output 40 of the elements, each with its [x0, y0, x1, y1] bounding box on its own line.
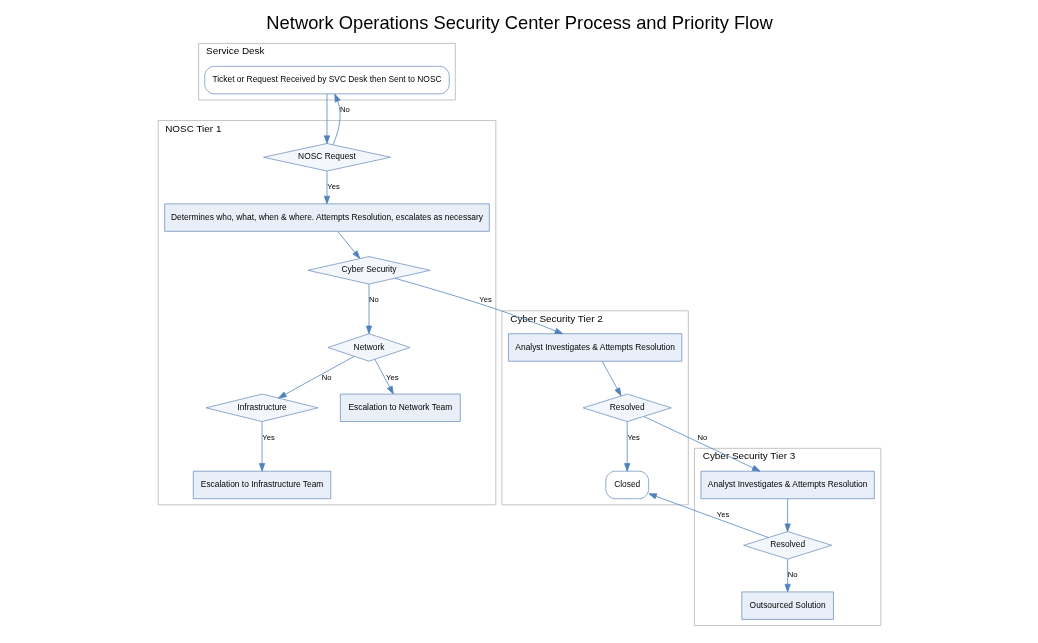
edge-label: No: [339, 105, 350, 115]
node-box: Analyst Investigates & Attempts Resolution: [700, 470, 875, 500]
arrow: [374, 358, 394, 395]
arrow: [365, 283, 372, 335]
node-diamond: Network: [327, 333, 410, 362]
arrow: [784, 558, 791, 593]
node-box: Ticket or Request Received by SVC Desk then Sent to NOSC: [203, 65, 450, 95]
arrow: [601, 360, 621, 396]
edge-label: Yes: [261, 432, 275, 442]
arrow: [336, 231, 360, 259]
arrow: [394, 277, 563, 335]
arrow: [332, 93, 341, 146]
node-diamond: Resolved: [742, 531, 832, 560]
arrow: [643, 416, 760, 472]
edge-label: No: [368, 295, 379, 305]
node-box: Analyst Investigates & Attempts Resolution: [507, 333, 682, 362]
node-diamond: NOSC Request: [262, 143, 391, 172]
arrow: [277, 356, 354, 399]
diagram-title: Network Operations Security Center Process and Priority Flow: [265, 12, 773, 34]
arrow: [323, 170, 330, 205]
node-diamond: Cyber Security: [307, 256, 430, 285]
arrow: [647, 493, 769, 538]
edge-label: No: [697, 432, 707, 442]
node-box: Escalation to Network Team: [339, 393, 461, 422]
arrow: [623, 421, 630, 472]
edge-label: Yes: [478, 295, 492, 305]
node-box: Escalation to Infrastructure Team: [192, 470, 331, 500]
edge-label: No: [321, 372, 331, 382]
node-box: Determines who, what, when & where. Attempts Resolution, escalates as necessary: [163, 203, 490, 232]
node-box: Closed: [604, 470, 649, 500]
node-diamond: Resolved: [582, 393, 672, 422]
edge-label: Yes: [626, 432, 640, 442]
arrow: [323, 93, 330, 144]
edge-label: No: [787, 570, 797, 580]
edge-label: Yes: [716, 510, 729, 520]
arrow: [784, 498, 791, 532]
edge-label: Yes: [385, 372, 399, 382]
node-box: Outsourced Solution: [740, 591, 834, 620]
edge-label: Yes: [326, 182, 340, 192]
arrow: [258, 421, 265, 472]
